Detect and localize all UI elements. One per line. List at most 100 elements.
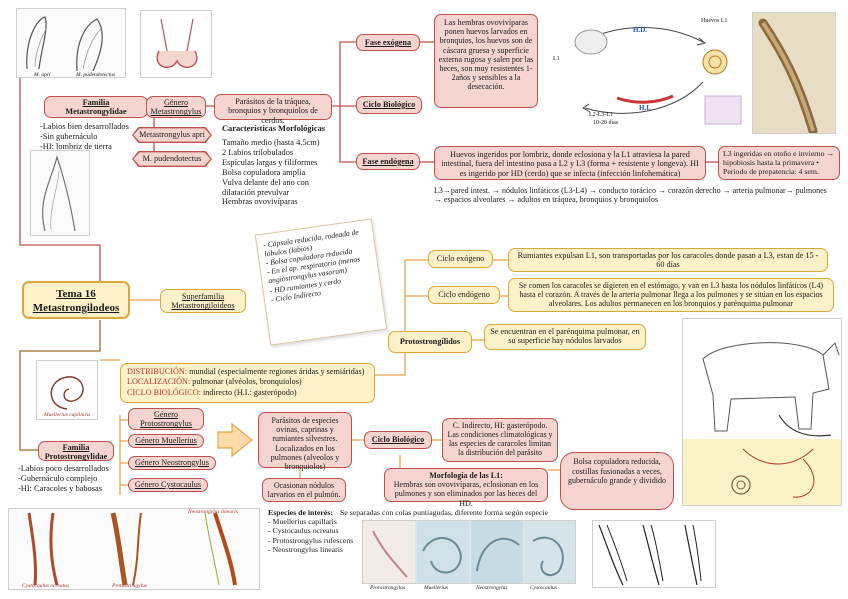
exogenous-phase-label: Fase exógena [356,34,420,51]
larvae-microscopy [363,521,575,583]
caption-muellerius-l1: Muellerius [424,585,448,591]
l1-morph-text: Hembras son ovovivíparas, eclosionan en … [393,480,539,508]
superfamily-characteristics-note: - Cápsula reducida, rodeada de lóbulos (… [254,218,388,346]
family-metastrongylidae: Familia Metastrongylidae [44,96,148,118]
caption-cystocaulus: Cystocaulus ocreatus [22,583,69,589]
distribution-label: DISTRIBUCIÓN: [127,367,188,376]
larval-migration-route: L3→pared intest. → nódulos linfáticos (L… [434,186,827,205]
superfamily-label: Superfamilia [181,292,225,301]
metastrongylidae-features: -Labios bien desarrollados -Sin gubernác… [40,122,140,152]
genus-neostrongylus: Género Neostrongylus [128,456,216,470]
superfamily-name: Metastrongiloideos [171,301,235,311]
cycle-label: CICLO BIOLÓGICO: [127,387,201,397]
species-label: Metastrongylus apri [133,128,211,142]
metastrongylus-bursa-photo [140,10,212,78]
species-item: - Protostrongylus rufescens [268,535,354,545]
species-title: Especies de interés: [268,508,333,517]
feature-item: -HI: lombriz de tierra [40,141,112,151]
feature-item: -HI: Caracoles y babosas [18,483,102,493]
diagram-label-larvae: L2-L3-L1 [589,112,613,118]
caption-protostrongylus-l1: Protostrongylus [370,585,406,591]
morph-item: Espículas largas y filiformes [222,157,318,167]
species-item: - Cystocaulus ocreatus [268,526,339,536]
exogenous-phase-text: Las hembras ovovivíparas ponen huevos la… [434,14,538,108]
diagram-label-l1: L1 [553,56,560,62]
metastrongylus-cycle: Ciclo Biológico [356,96,422,114]
coiled-worm [50,376,84,410]
morph-item: Bolsa copuladora amplia [222,167,306,177]
morphology-title: Características Morfológicas [222,124,326,133]
muellerius-photo [36,360,98,420]
protostrongylidae-parasites: Parásitos de especies ovinas, caprinas y… [258,412,352,471]
bursa-description: Bolsa copuladora reducida, costillas fus… [560,452,674,510]
protostrongylidae-cycle-text: C. Indirecto, HI: gasterópodo. Las condi… [442,418,558,462]
l1-morphology: Morfología de las L1: Hembras son ovoviv… [384,468,548,508]
lifecycle-arrows [574,27,742,125]
species-item: - Neostrongylus linearis [268,544,343,554]
endogenous-phase-text: Huevos ingeridos por lombriz, donde eclo… [434,146,706,180]
protostrongylid-lifecycle-diagram [682,318,842,506]
caption-neostrongylus-l1: Neostrongylus [476,585,508,591]
tails-caption: Se separadas con colas puntiagudas, dife… [340,508,549,517]
distribution-value: mundial (especialmente regiones áridas y… [187,367,365,376]
sheep-lifecycle [683,342,841,505]
diagram-label-hi: H.I. [639,104,651,112]
l1-tail-drawings [592,520,716,588]
larva-illustration [42,155,76,232]
genus-metastrongylus: Género Metastrongylus [146,96,206,118]
l1-morph-title: Morfología de las L1: [429,471,503,480]
protostrongylids-box: Protostrongílidos [388,331,472,353]
species-label: M. pudendotectus [133,152,211,166]
feature-item: -Labios bien desarrollados [40,122,129,131]
tail-drawings [598,524,702,586]
superfamily-box: Superfamilia Metastrongiloideos [160,289,246,313]
larval-nodules-text: Ocasionan nódulos larvarios en el pulmón… [262,478,346,502]
localization-label: LOCALIZACIÓN: [127,377,191,387]
cycle-value: indirecto (H.I.: gasterópodo) [200,387,297,397]
localization-value: pulmonar (alvéolos, bronquiolos) [190,377,302,387]
caption-cystocaulus-l1: Cystocaulus [530,585,557,591]
family-label: Familia [82,98,110,107]
metastrongylus-larva-photo [30,150,90,236]
caption-neostrongylus: Neostrongylus linearis [188,509,238,515]
morph-item: Vulva delante del ano con dilatación pre… [222,177,309,197]
diagram-label-hd: H.D. [633,26,647,34]
larvae-microscopy-strip [362,520,576,584]
protostrongylidae-features: -Labios poco desarrollados -Gubernáculo … [18,464,128,494]
caption-m-apri: M. apri [34,72,51,78]
genus-cystocaulus: Género Cystocaulus [128,478,208,492]
worm-tail-illustration [26,16,103,72]
diagram-label-days: 10-20 días [593,120,619,126]
endogenous-cycle-label: Ciclo endógeno [428,286,500,304]
diagram-label-huevos: Huevos L1 [701,18,728,24]
genus-muellerius: Género Muellerius [128,434,204,448]
morph-item: Tamaño medio (hasta 4.5cm) [222,138,320,147]
caption-m-pudendotectus: M. pudendotectus [76,72,116,78]
family-name: Protostrongylidae [44,452,108,462]
morph-item: Hembras ovovivíparas [222,197,298,207]
genus-name: Metastrongylus [150,107,202,117]
exogenous-cycle-label: Ciclo exógeno [428,250,493,268]
endogenous-cycle-text: Se comen los caracoles se digieren en el… [508,278,834,312]
morphology-block: Características Morfológicas [222,124,342,134]
family-name: Metastrongylidae [65,107,127,117]
family-label: Familia [62,443,90,452]
family-protostrongylidae: Familia Protostrongylidae [38,441,114,461]
topic-title: Tema 16 Metastrongilodeos [22,281,130,319]
title-line2: Metastrongilodeos [32,302,120,315]
protostrongylidae-summary: DISTRIBUCIÓN: mundial (especialmente reg… [120,363,375,403]
endogenous-phase-label: Fase endógena [356,153,420,170]
genus-protostrongylus: Género Protostrongylus [128,408,204,430]
morphology-list: Tamaño medio (hasta 4.5cm) 2 Labios tril… [222,138,338,207]
tail-photos-illustration [27,512,237,586]
species-m-pudendotectus: M. pudendotectus [132,151,212,167]
protostrongylidae-cycle: Ciclo Biológico [364,431,432,449]
genus-label: Género [163,98,189,107]
caption-muellerius: Muellerius capillaris [44,412,91,418]
caption-protostrongylus: Protostrongylus [112,583,148,589]
feature-item: -Sin gubernáculo [40,131,98,141]
species-item: - Muellerius capillaris [268,517,337,527]
l3-hypobiosis-text: L3 ingeridas en otoño e invierno → hipob… [718,146,840,180]
title-line1: Tema 16 [56,288,96,300]
